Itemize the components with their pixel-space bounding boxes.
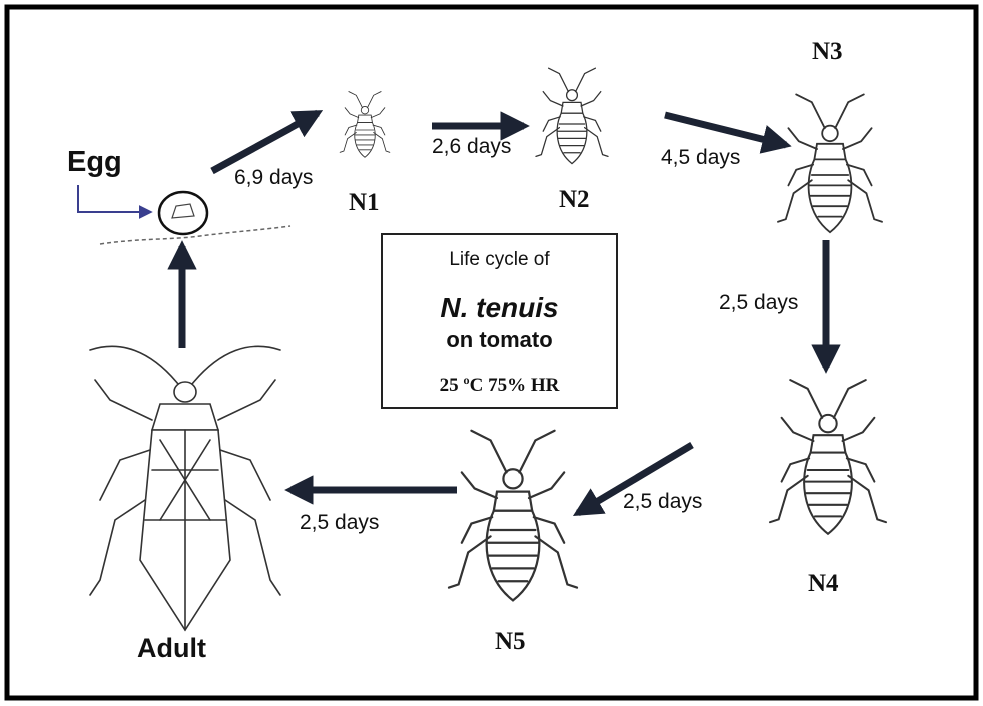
stage-label-n3: N3 [812, 38, 843, 66]
nymph-n3-icon [778, 94, 882, 232]
nymph-n4-icon [770, 380, 886, 534]
duration-n4-to-n5: 2,5 days [623, 490, 702, 514]
stage-label-egg: Egg [67, 146, 122, 179]
title-line: Life cycle of [383, 249, 616, 271]
duration-n1-to-n2: 2,6 days [432, 135, 511, 159]
rearing-conditions: 25 ºC 75% HR [383, 375, 616, 397]
duration-n5-to-adult: 2,5 days [300, 511, 379, 535]
stage-label-n5: N5 [495, 628, 526, 656]
nymph-n5-icon [449, 431, 577, 601]
species-name: N. tenuis [383, 292, 616, 324]
duration-n3-to-n4: 2,5 days [719, 291, 798, 315]
stage-label-adult: Adult [137, 633, 206, 664]
adult-icon [90, 346, 280, 630]
host-plant: on tomato [383, 327, 616, 353]
arrow-egg-to-n1 [212, 113, 318, 171]
arrow-n2-to-n3 [665, 115, 786, 145]
title-box: Life cycle of N. tenuis on tomato 25 ºC … [381, 233, 618, 409]
stage-label-n1: N1 [349, 189, 380, 217]
duration-egg-to-n1: 6,9 days [234, 166, 313, 190]
duration-n2-to-n3: 4,5 days [661, 146, 740, 170]
nymph-n1-icon [340, 92, 390, 158]
stage-label-n2: N2 [559, 186, 590, 214]
stage-label-n4: N4 [808, 570, 839, 598]
nymph-n2-icon [536, 68, 608, 163]
egg-circle-icon [159, 192, 207, 234]
egg-pointer-arrow [78, 185, 150, 212]
